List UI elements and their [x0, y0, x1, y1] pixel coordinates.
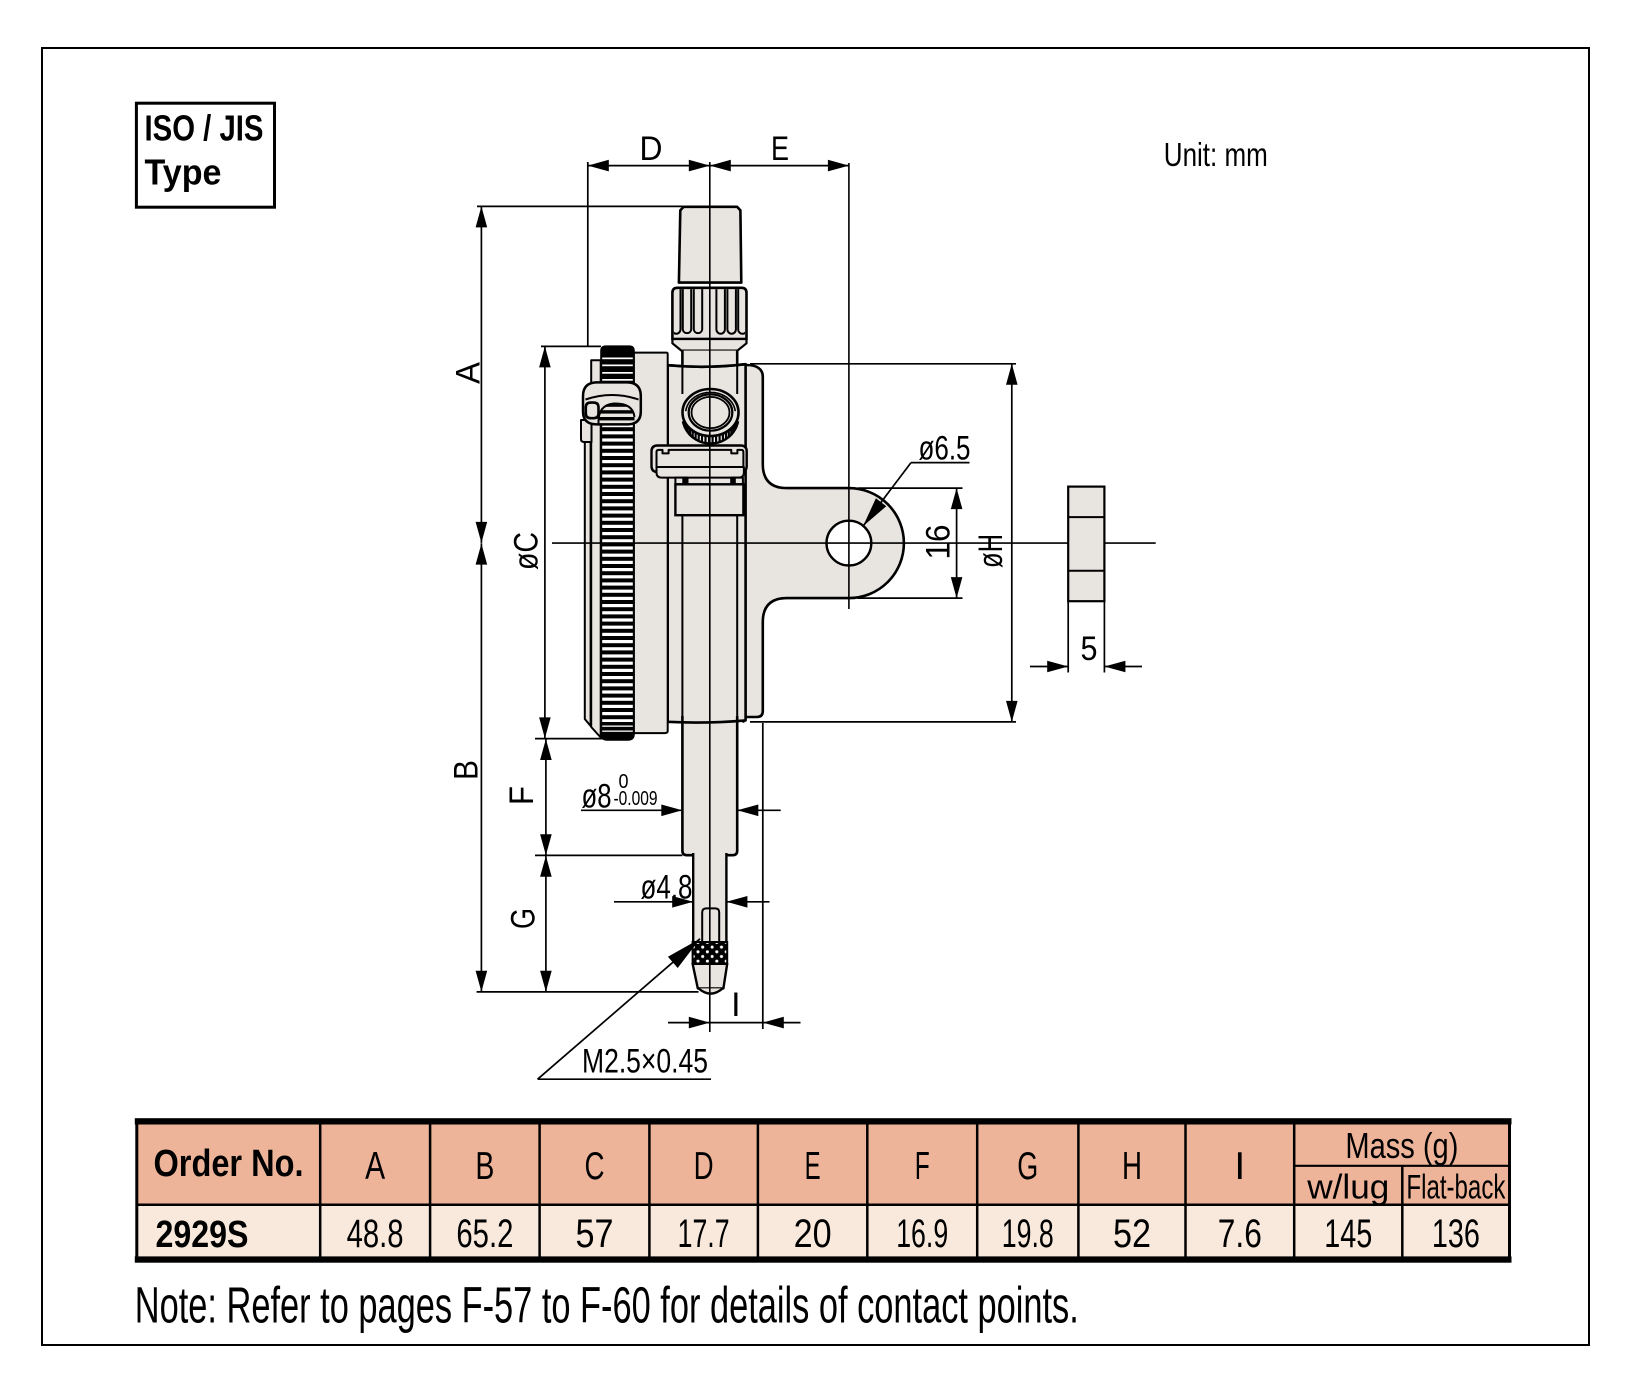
svg-text:E: E — [805, 1145, 821, 1188]
svg-text:65.2: 65.2 — [456, 1212, 513, 1256]
svg-text:145: 145 — [1324, 1212, 1372, 1256]
svg-text:2929S: 2929S — [156, 1214, 249, 1256]
svg-text:ø6.5: ø6.5 — [919, 430, 971, 468]
svg-text:w/lug: w/lug — [1306, 1169, 1389, 1207]
svg-text:ISO / JIS: ISO / JIS — [145, 108, 264, 149]
svg-text:M2.5×0.45: M2.5×0.45 — [582, 1043, 708, 1081]
svg-text:48.8: 48.8 — [347, 1212, 404, 1256]
svg-text:5: 5 — [1081, 630, 1098, 668]
svg-text:Unit: mm: Unit: mm — [1164, 136, 1268, 173]
svg-text:19.8: 19.8 — [1002, 1212, 1054, 1256]
svg-text:F: F — [915, 1145, 930, 1188]
svg-text:øH: øH — [972, 534, 1010, 568]
svg-text:Type: Type — [145, 152, 222, 193]
svg-text:Mass (g): Mass (g) — [1345, 1125, 1458, 1166]
svg-text:H: H — [1122, 1145, 1142, 1188]
svg-text:16.9: 16.9 — [896, 1212, 948, 1256]
svg-text:ø8: ø8 — [582, 778, 612, 816]
svg-text:17.7: 17.7 — [678, 1212, 730, 1256]
svg-text:G: G — [1017, 1145, 1038, 1188]
svg-text:16: 16 — [920, 525, 958, 560]
svg-text:I: I — [731, 986, 740, 1024]
svg-text:A: A — [365, 1145, 385, 1188]
svg-text:I: I — [1234, 1145, 1245, 1188]
svg-text:E: E — [771, 130, 789, 168]
svg-text:ø4.8: ø4.8 — [641, 869, 693, 907]
svg-text:G: G — [505, 908, 543, 929]
svg-text:D: D — [694, 1145, 714, 1188]
svg-text:øC: øC — [508, 532, 546, 570]
svg-text:136: 136 — [1432, 1212, 1480, 1256]
svg-text:Note: Refer to pages F-57 to F: Note: Refer to pages F-57 to F-60 for de… — [135, 1277, 1079, 1334]
svg-text:D: D — [640, 130, 663, 168]
svg-text:57: 57 — [576, 1212, 614, 1256]
svg-text:B: B — [475, 1145, 494, 1188]
svg-text:F: F — [503, 786, 541, 805]
svg-text:0: 0 — [619, 771, 629, 793]
svg-text:7.6: 7.6 — [1218, 1212, 1262, 1256]
svg-text:Flat-back: Flat-back — [1406, 1169, 1506, 1207]
svg-text:C: C — [585, 1145, 605, 1188]
svg-text:52: 52 — [1113, 1212, 1151, 1256]
svg-text:B: B — [448, 760, 486, 780]
svg-text:Order No.: Order No. — [154, 1143, 304, 1185]
svg-text:20: 20 — [794, 1212, 832, 1256]
svg-text:A: A — [450, 362, 488, 384]
svg-text:-0.009: -0.009 — [614, 788, 658, 810]
